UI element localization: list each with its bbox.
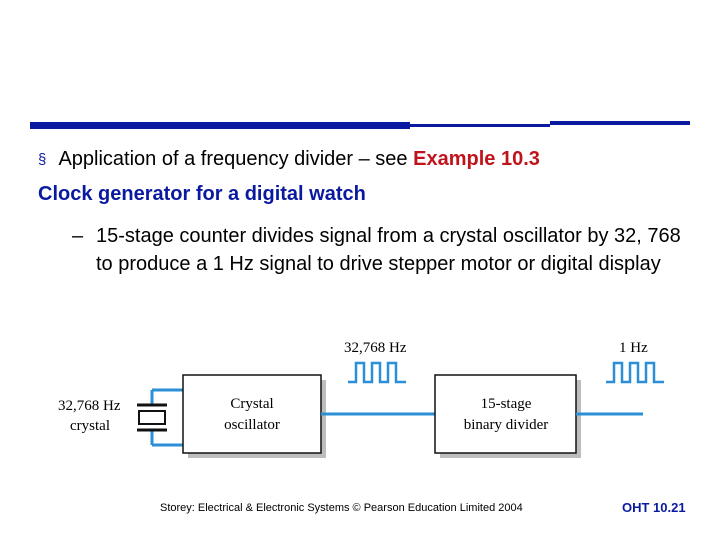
oscillator-label-line1: Crystal (230, 396, 273, 412)
crystal-label: crystal (70, 418, 110, 434)
bullet-text: Application of a frequency divider – see (58, 148, 408, 170)
example-reference: Example 10.3 (413, 148, 540, 170)
title-bar-right (550, 121, 690, 125)
output-square-wave-icon (606, 361, 664, 384)
output-frequency-label: 1 Hz (619, 340, 648, 356)
crystal-symbol-icon (137, 388, 185, 447)
input-frequency-label: 32,768 Hz (344, 340, 407, 356)
slide-number: OHT 10.21 (622, 500, 686, 515)
divider-label-line2: binary divider (464, 417, 549, 433)
crystal-oscillator-block (182, 374, 322, 454)
sub-bullet-text: 15-stage counter divides signal from a c… (96, 225, 681, 275)
input-square-wave-icon (348, 361, 406, 384)
title-bar-thin (410, 124, 550, 127)
bullet-point: § Application of a frequency divider – s… (38, 148, 540, 171)
title-bar-thick (30, 122, 410, 129)
footer-credit: Storey: Electrical & Electronic Systems … (160, 502, 523, 514)
bullet-icon: § (38, 151, 47, 168)
binary-divider-block (434, 374, 577, 454)
clock-generator-diagram: 32,768 Hz crystal Crystal oscillator 15-… (58, 340, 664, 458)
sub-bullet: – 15-stage counter divides signal from a… (72, 222, 692, 278)
sub-bullet-dash: – (72, 225, 84, 247)
oscillator-label-line2: oscillator (224, 417, 280, 433)
section-heading: Clock generator for a digital watch (38, 183, 366, 205)
crystal-frequency-label: 32,768 Hz (58, 398, 121, 414)
divider-label-line1: 15-stage (481, 396, 532, 412)
